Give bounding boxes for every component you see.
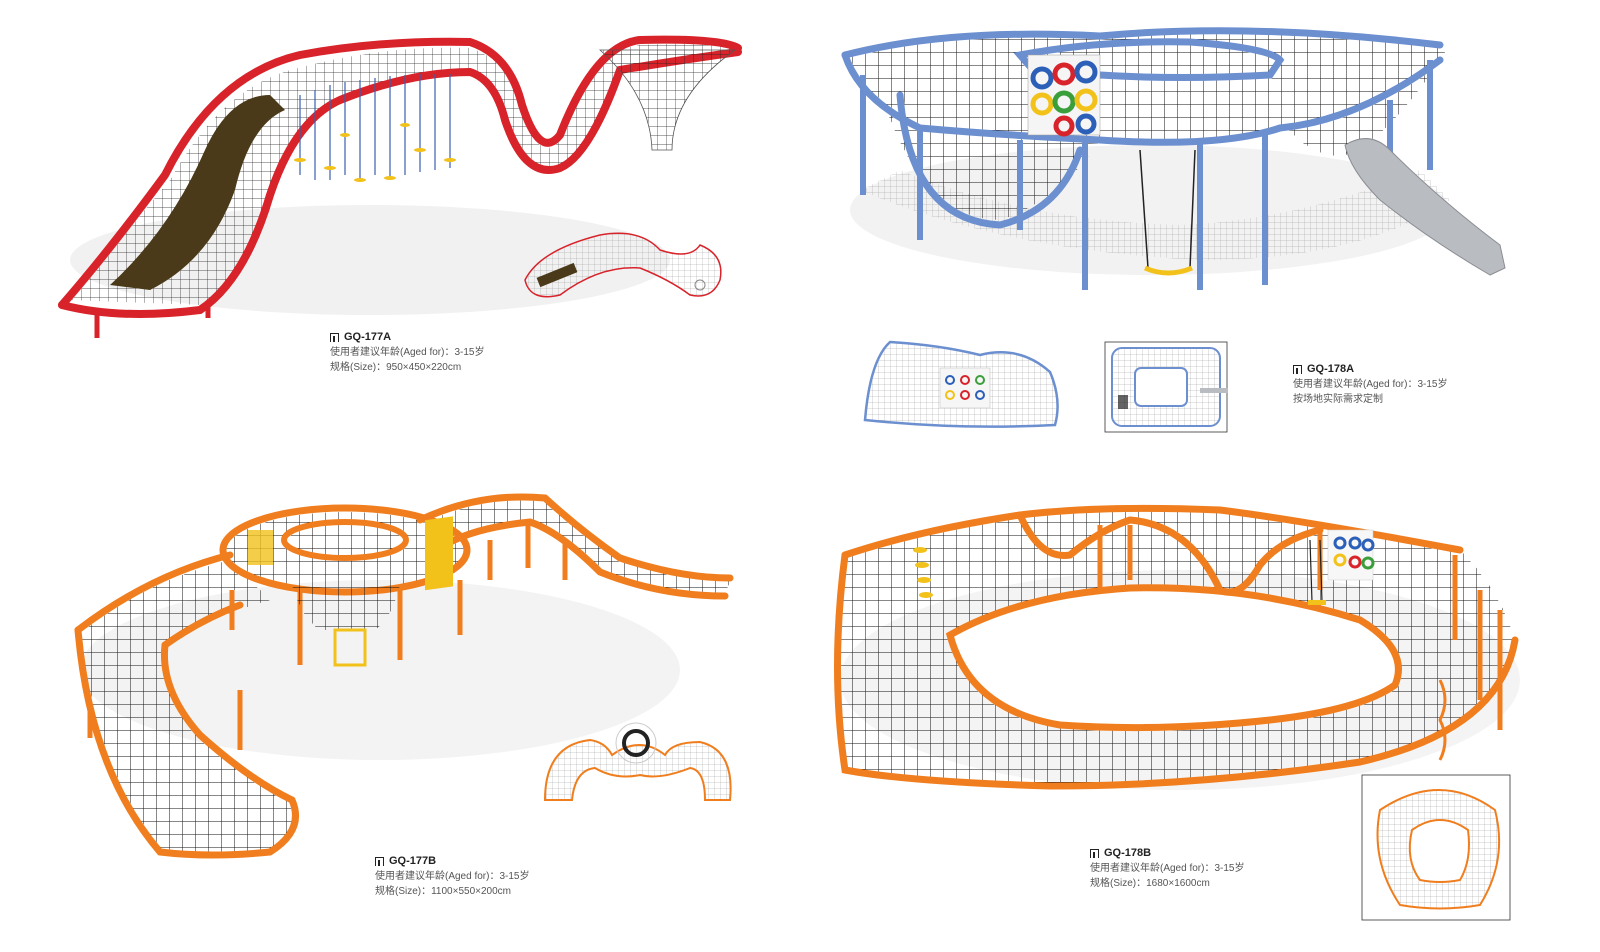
size-line: 规格(Size)：1100×550×200cm <box>375 886 511 897</box>
product-code: GQ-177A <box>330 330 484 345</box>
product-code: GQ-177B <box>375 854 529 869</box>
size-line: 规格(Size)：1680×1600cm <box>1090 878 1210 889</box>
size-line: 规格(Size)：950×450×220cm <box>330 362 462 373</box>
caption-gq-178b: GQ-178B 使用者建议年龄(Aged for)：3-15岁 规格(Size)… <box>1090 846 1244 891</box>
gq-177b-plan-view <box>543 722 732 801</box>
slide-177a <box>110 95 285 290</box>
age-line: 使用者建议年龄(Aged for)：3-15岁 <box>330 347 485 358</box>
age-line: 使用者建议年龄(Aged for)：3-15岁 <box>1090 863 1245 874</box>
product-gq-177b: GQ-177B 使用者建议年龄(Aged for)：3-15岁 规格(Size)… <box>0 470 800 952</box>
gq-178b-plan-view <box>1361 774 1511 921</box>
gq-177b-illustration <box>74 493 734 859</box>
product-gq-178a: GQ-178A 使用者建议年龄(Aged for)：3-15岁 按场地实际需求定… <box>800 0 1600 440</box>
custom-line: 按场地实际需求定制 <box>1293 394 1383 405</box>
caption-gq-177b: GQ-177B 使用者建议年龄(Aged for)：3-15岁 规格(Size)… <box>375 854 529 899</box>
gq-178a-illustration <box>841 27 1506 433</box>
product-code: GQ-178B <box>1090 846 1244 861</box>
gq-177a-illustration <box>58 35 742 338</box>
caption-gq-177a: GQ-177A 使用者建议年龄(Aged for)：3-15岁 规格(Size)… <box>330 330 484 375</box>
caption-gq-178a: GQ-178A 使用者建议年龄(Aged for)：3-15岁 按场地实际需求定… <box>1293 362 1447 407</box>
product-gq-178b: GQ-178B 使用者建议年龄(Aged for)：3-15岁 规格(Size)… <box>800 470 1600 952</box>
code-marker-icon <box>375 857 384 866</box>
product-code: GQ-178A <box>1293 362 1447 377</box>
product-gq-177a: GQ-177A 使用者建议年龄(Aged for)：3-15岁 规格(Size)… <box>0 0 800 400</box>
gq-178a-side-view <box>863 340 1059 428</box>
age-line: 使用者建议年龄(Aged for)：3-15岁 <box>375 871 530 882</box>
gq-177a-plan-view <box>524 232 722 298</box>
ring-wall <box>1027 54 1101 137</box>
ring-wall-178b <box>1327 529 1375 581</box>
age-line: 使用者建议年龄(Aged for)：3-15岁 <box>1293 379 1448 390</box>
code-marker-icon <box>330 333 339 342</box>
gq-178a-plan-view <box>1104 341 1228 433</box>
gq-178b-illustration <box>834 504 1520 921</box>
code-marker-icon <box>1090 849 1099 858</box>
code-marker-icon <box>1293 365 1302 374</box>
